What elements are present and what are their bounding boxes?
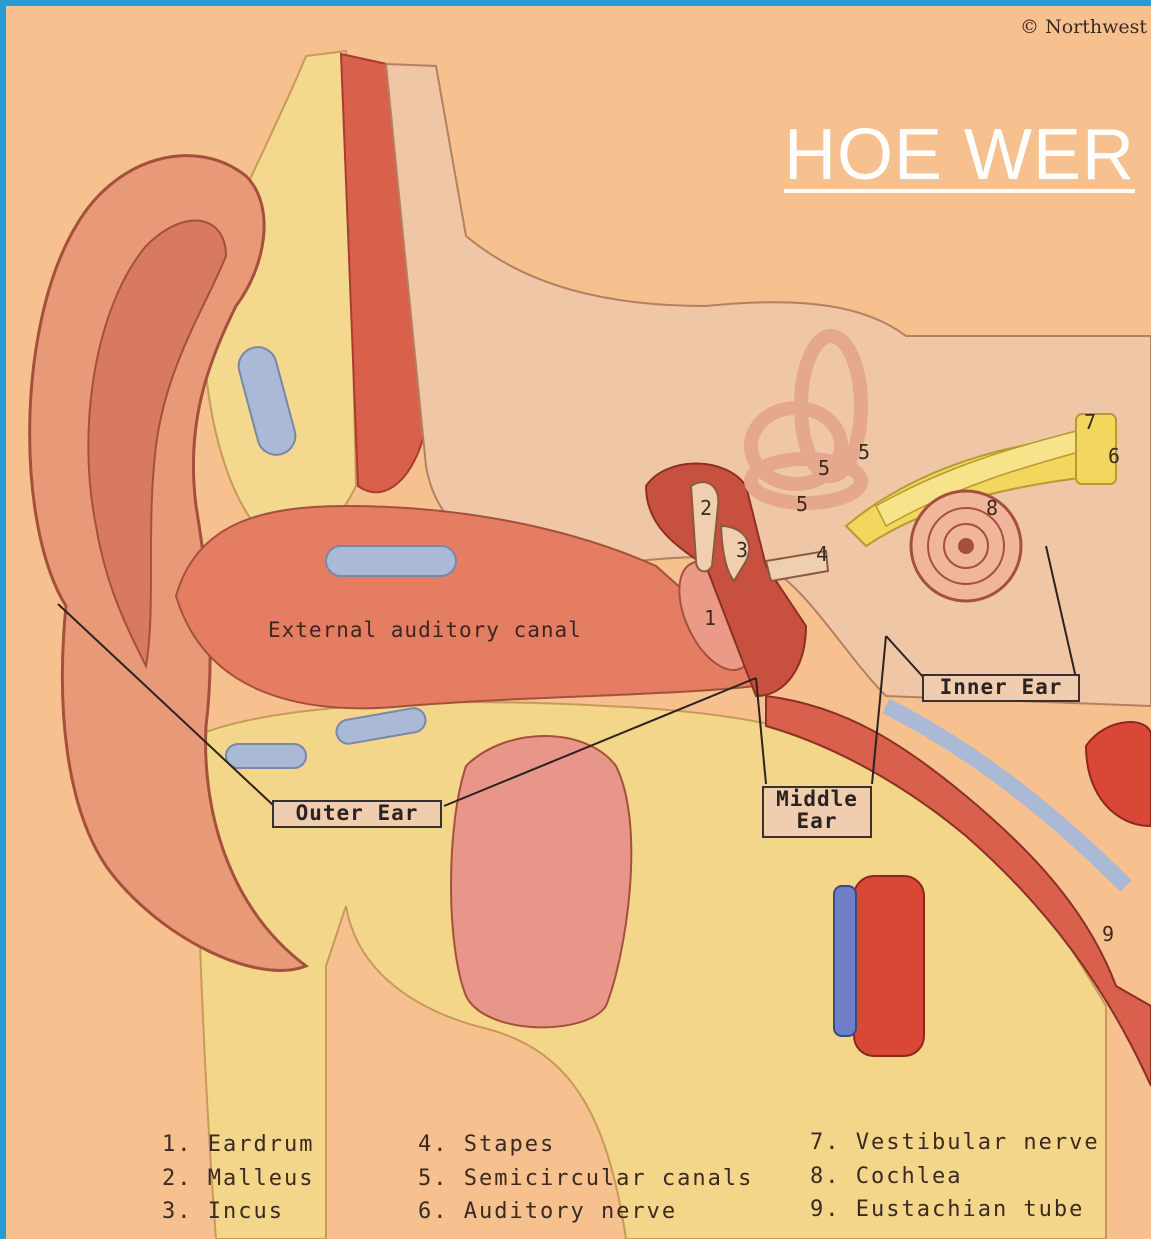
number-auditory-nerve: 6 [1108,444,1120,468]
region-label-middle-ear-line2: Ear [764,810,870,832]
number-malleus: 2 [700,496,712,520]
region-label-outer-ear: Outer Ear [272,800,442,828]
legend-item: 8. Cochlea [810,1164,962,1189]
cartilage-3 [226,744,306,768]
legend-item: 3. Incus [162,1199,284,1224]
cartilage-2 [326,546,456,576]
number-incus: 3 [736,538,748,562]
legend-item: 2. Malleus [162,1166,314,1191]
region-label-middle-ear: Middle Ear [762,786,872,838]
artery [854,876,924,1056]
lower-fat-tissue [196,702,1106,1239]
legend-item: 4. Stapes [418,1132,555,1157]
canal-label: External auditory canal [268,618,582,642]
region-label-middle-ear-line1: Middle [764,788,870,810]
legend-item: 7. Vestibular nerve [810,1130,1100,1155]
number-semicircular-2: 5 [818,456,830,480]
number-eustachian-tube: 9 [1102,922,1114,946]
legend-item: 5. Semicircular canals [418,1166,753,1191]
number-cochlea: 8 [986,496,998,520]
number-semicircular-1: 5 [796,492,808,516]
parotid-gland [451,736,631,1027]
number-vestibular-nerve: 7 [1084,410,1096,434]
copyright-notice: © Northwest [1020,16,1147,38]
region-label-inner-ear: Inner Ear [922,674,1080,702]
number-semicircular-3: 5 [858,440,870,464]
slide-title: HOE WER [784,114,1151,196]
number-stapes: 4 [816,542,828,566]
diagram-frame: © Northwest HOE WER External auditory ca… [6,6,1151,1239]
vessel-right [1086,722,1151,826]
number-eardrum: 1 [704,606,716,630]
vein [834,886,856,1036]
legend-item: 1. Eardrum [162,1132,314,1157]
legend-item: 9. Eustachian tube [810,1197,1084,1222]
legend-item: 6. Auditory nerve [418,1199,677,1224]
